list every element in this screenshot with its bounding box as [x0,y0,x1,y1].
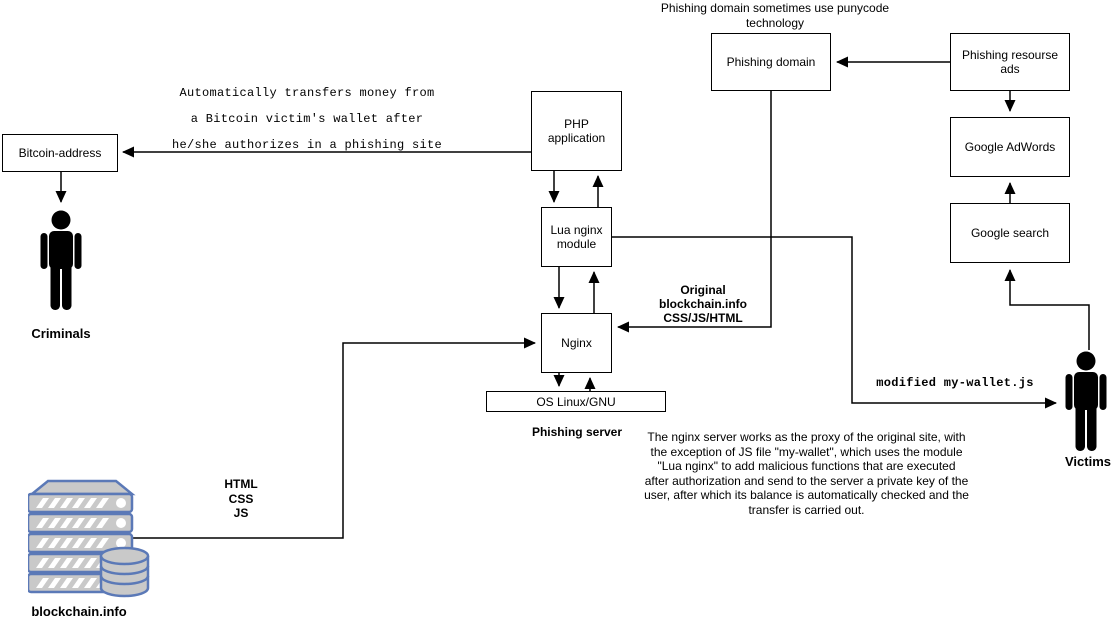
node-php-application: PHP application [531,91,622,171]
node-os-linux-gnu-label: OS Linux/GNU [536,394,616,409]
node-phishing-resource-ads-label: Phishing resourse ads [961,48,1059,76]
victims-person-icon [1065,351,1107,451]
node-php-application-label: PHP application [547,117,606,145]
node-bitcoin-address-label: Bitcoin-address [18,146,102,160]
node-google-adwords: Google AdWords [950,117,1070,177]
node-lua-nginx-module-label: Lua nginx module [550,223,603,251]
victims-label: Victims [1064,454,1111,469]
arrow-domain-to-nginx [617,91,772,333]
nginx-proxy-note: The nginx server works as the proxy of t… [644,430,969,517]
database-cylinder-icon [99,546,150,598]
node-phishing-domain-label: Phishing domain [726,55,816,69]
arrow-victims-to-search [1004,269,1090,350]
blockchain-server-icon [28,479,150,598]
criminals-person-icon [40,210,82,310]
criminals-label: Criminals [31,326,91,341]
node-nginx: Nginx [541,313,612,373]
arrow-blockchain-to-nginx [132,337,536,539]
node-phishing-resource-ads: Phishing resourse ads [950,33,1070,91]
arrow-lua-to-victims [612,236,1057,409]
node-lua-nginx-module: Lua nginx module [541,207,612,267]
node-google-search: Google search [950,203,1070,263]
node-phishing-domain: Phishing domain [711,33,831,91]
blockchain-info-label: blockchain.info [31,604,127,619]
node-bitcoin-address: Bitcoin-address [2,134,118,172]
transfer-note: Automatically transfers money from a Bit… [171,86,443,152]
punycode-note: Phishing domain sometimes use punycode t… [660,1,890,30]
node-google-adwords-label: Google AdWords [964,140,1056,154]
node-google-search-label: Google search [970,226,1050,240]
html-css-js-label: HTML CSS JS [224,477,258,520]
phishing-server-label: Phishing server [531,425,623,439]
node-os-linux-gnu: OS Linux/GNU [486,391,666,412]
modified-wallet-label: modified my-wallet.js [876,376,1034,390]
node-nginx-label: Nginx [561,336,592,350]
original-content-label: Original blockchain.info CSS/JS/HTML [658,283,747,325]
